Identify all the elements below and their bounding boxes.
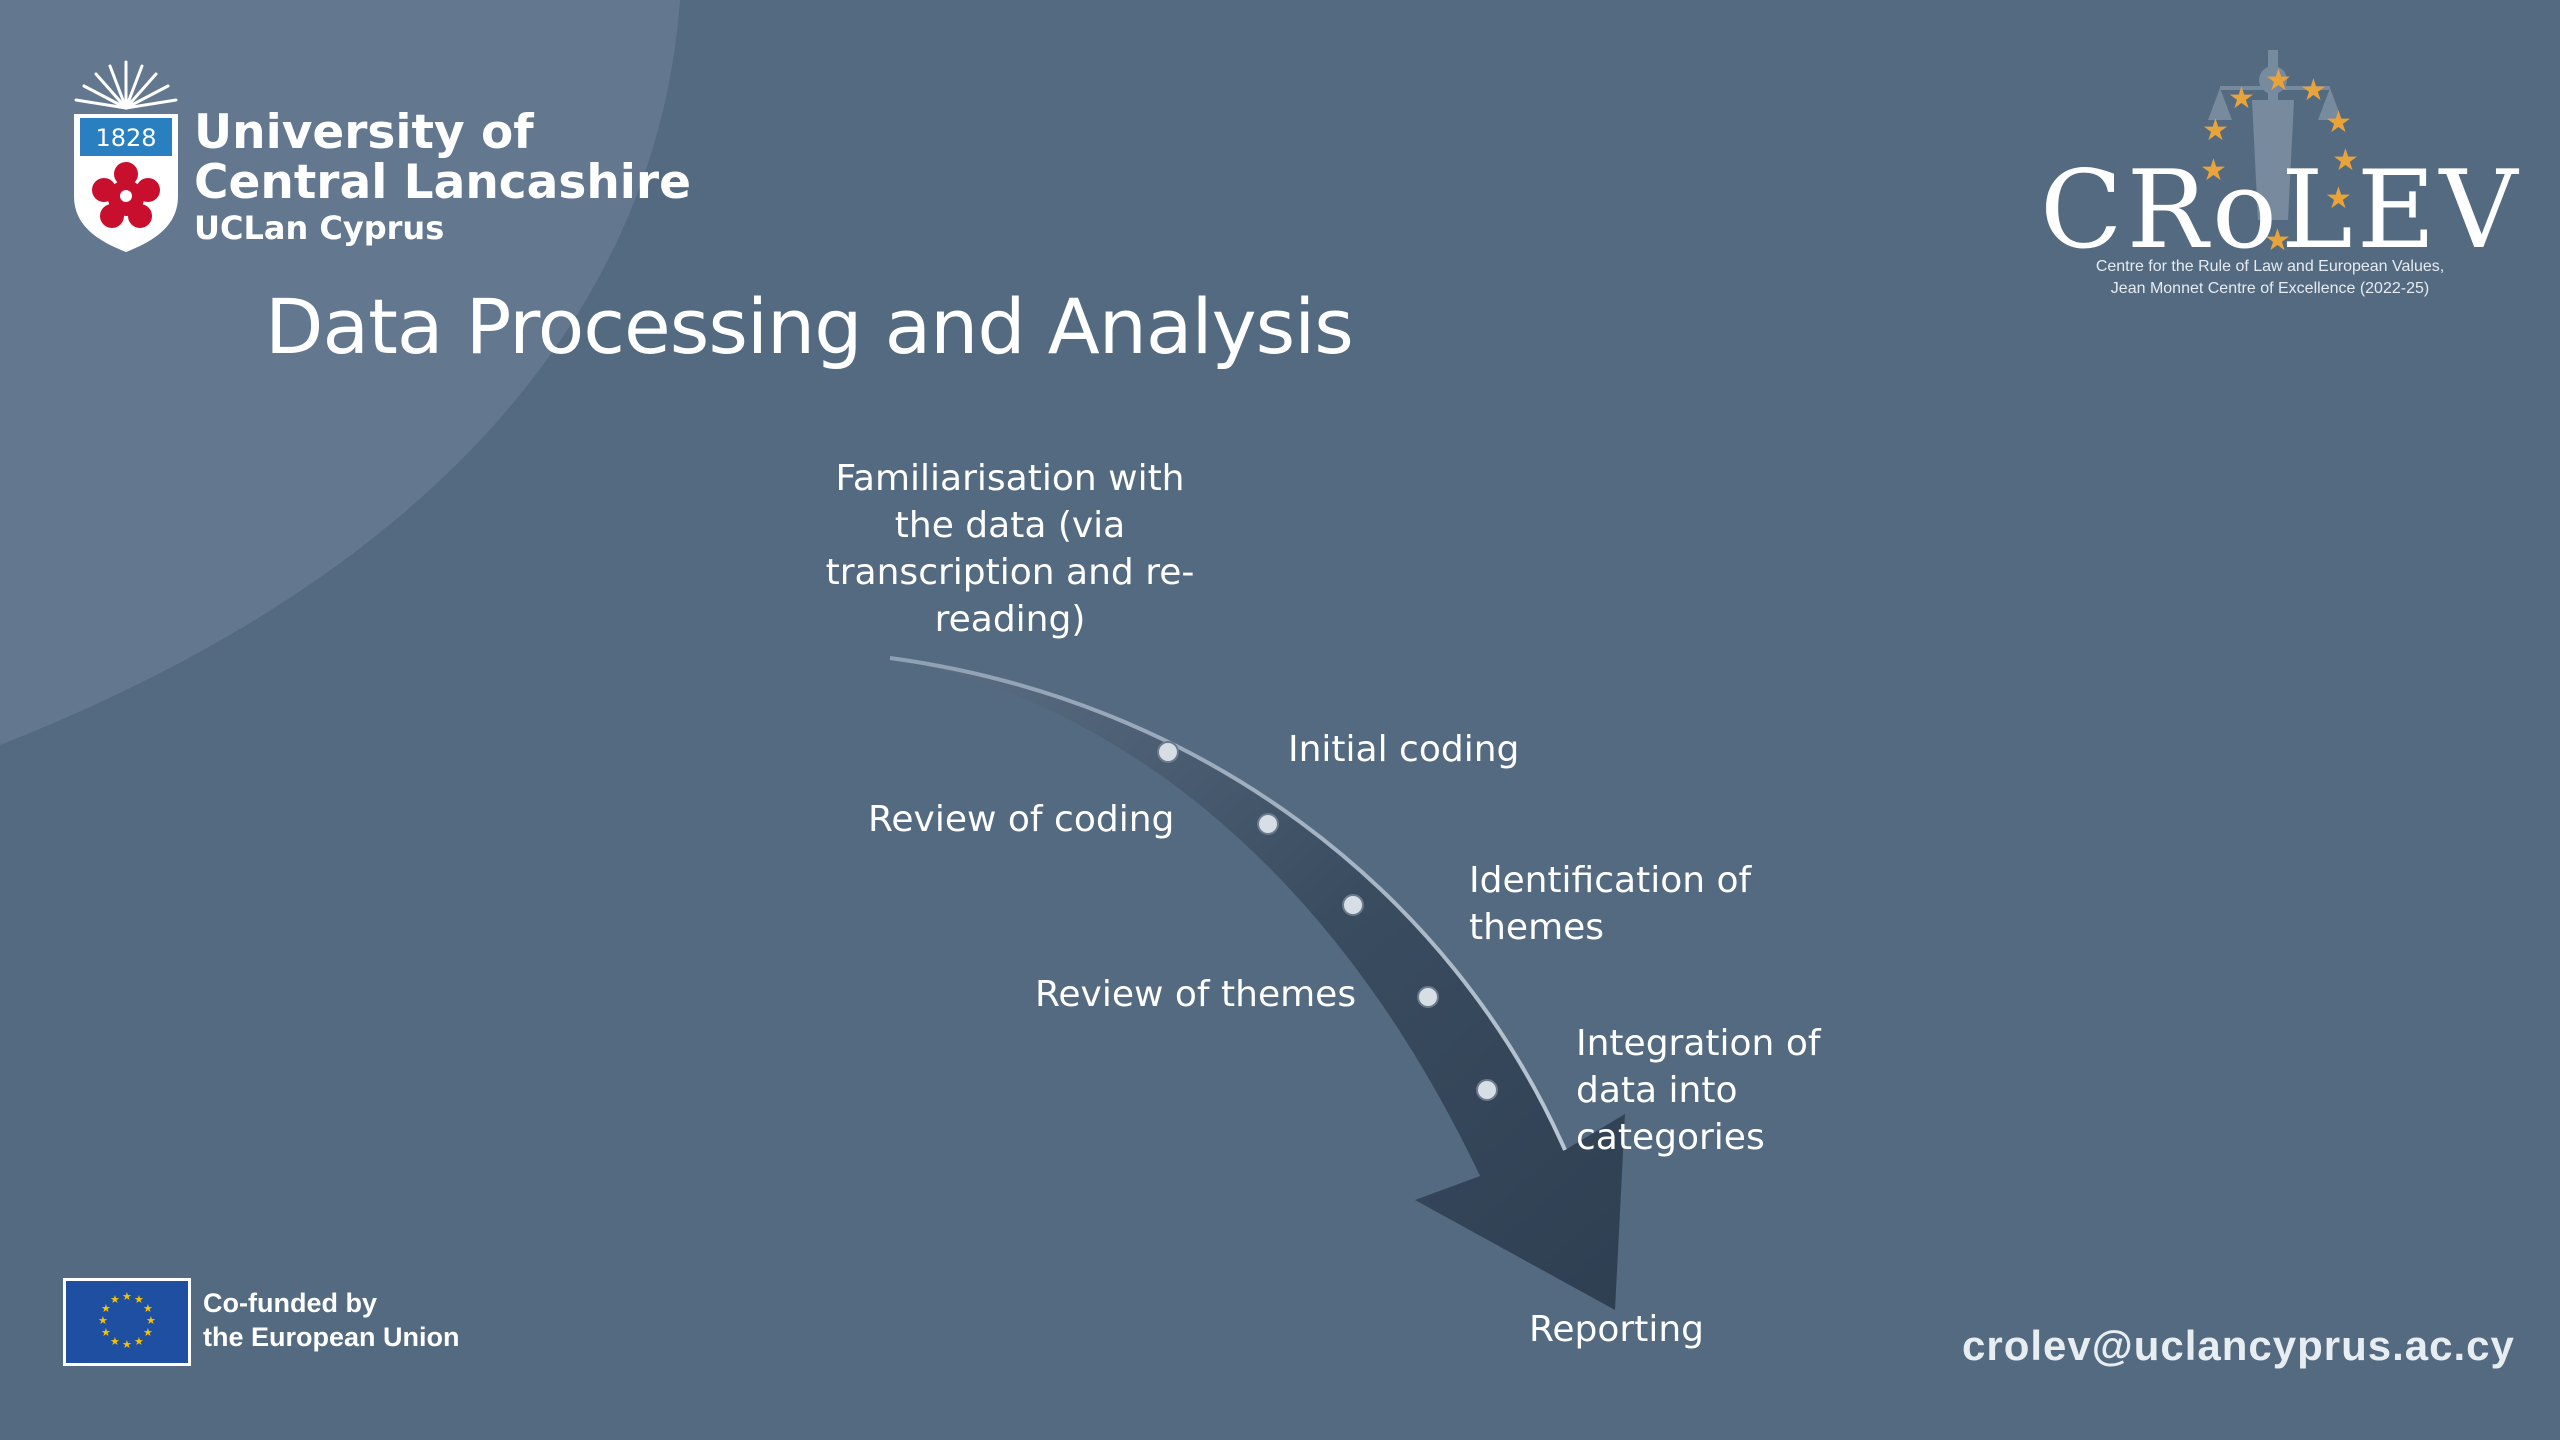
svg-text:★: ★	[2300, 73, 2327, 108]
svg-text:★: ★	[2200, 153, 2227, 188]
crolev-emblem-icon: ★ ★ ★ ★ ★ ★ ★ ★ ★	[2200, 50, 2359, 258]
step-integration-line3: categories	[1576, 1117, 1765, 1158]
svg-text:★: ★	[143, 1302, 153, 1315]
svg-text:★: ★	[134, 1335, 144, 1348]
crolev-subtitle-line2: Jean Monnet Centre of Excellence (2022-2…	[2110, 280, 2430, 297]
svg-text:★: ★	[2325, 105, 2352, 140]
eu-stars-ring: ★ ★ ★ ★ ★ ★ ★ ★ ★	[2200, 63, 2359, 258]
svg-text:★: ★	[2202, 113, 2229, 148]
step-integration: Integration of data into categories	[1576, 1020, 1821, 1161]
svg-text:★: ★	[98, 1314, 108, 1327]
svg-text:★: ★	[101, 1302, 111, 1315]
university-campus: UCLan Cyprus	[194, 209, 445, 247]
svg-text:★: ★	[146, 1314, 156, 1327]
step-familiarisation-line3: transcription and re-	[825, 552, 1195, 593]
university-crest-icon	[74, 60, 178, 252]
svg-text:★: ★	[2264, 223, 2291, 258]
svg-text:★: ★	[2228, 81, 2255, 116]
step-review-of-themes: Review of themes	[1035, 974, 1357, 1015]
step-integration-line1: Integration of	[1576, 1023, 1821, 1064]
crolev-subtitle: Centre for the Rule of Law and European …	[2030, 256, 2510, 300]
eu-flag-icon: ★ ★ ★ ★ ★ ★ ★ ★ ★ ★ ★ ★	[63, 1278, 191, 1366]
university-name: University of Central Lancashire UCLan C…	[194, 108, 691, 248]
step-review-of-coding: Review of coding	[868, 799, 1175, 840]
svg-text:★: ★	[2265, 63, 2292, 98]
eu-funding-text: Co-funded by the European Union	[203, 1286, 460, 1354]
svg-text:★: ★	[143, 1326, 153, 1339]
crest-year: 1828	[95, 124, 157, 152]
crolev-wordmark: CRoLEV	[2040, 148, 2522, 273]
crolev-subtitle-line1: Centre for the Rule of Law and European …	[2095, 258, 2445, 275]
step-familiarisation: Familiarisation with the data (via trans…	[810, 455, 1210, 643]
svg-text:★: ★	[101, 1326, 111, 1339]
step-familiarisation-line4: reading)	[934, 599, 1086, 640]
svg-text:★: ★	[110, 1293, 120, 1306]
svg-text:★: ★	[2332, 143, 2359, 178]
svg-text:★: ★	[122, 1290, 132, 1303]
step-identification-line2: themes	[1469, 907, 1605, 948]
svg-text:★: ★	[110, 1335, 120, 1348]
step-familiarisation-line2: the data (via	[894, 505, 1126, 546]
eu-funding-line2: the European Union	[203, 1322, 460, 1352]
university-name-line2: Central Lancashire	[194, 155, 691, 210]
eu-funding-line1: Co-funded by	[203, 1288, 377, 1318]
svg-text:★: ★	[2325, 181, 2352, 216]
university-name-line1: University of	[194, 105, 534, 160]
step-reporting: Reporting	[1529, 1309, 1705, 1350]
step-familiarisation-line1: Familiarisation with	[835, 458, 1185, 499]
svg-text:★: ★	[134, 1293, 144, 1306]
step-markers	[1157, 741, 1498, 1101]
contact-email: crolev@uclancyprus.ac.cy	[1962, 1322, 2515, 1369]
step-initial-coding: Initial coding	[1288, 729, 1520, 770]
step-identification-line1: Identification of	[1469, 860, 1752, 901]
slide-title: Data Processing and Analysis	[265, 282, 1354, 371]
step-identification-of-themes: Identification of themes	[1469, 857, 1751, 951]
svg-text:★: ★	[122, 1338, 132, 1351]
step-integration-line2: data into	[1576, 1070, 1738, 1111]
